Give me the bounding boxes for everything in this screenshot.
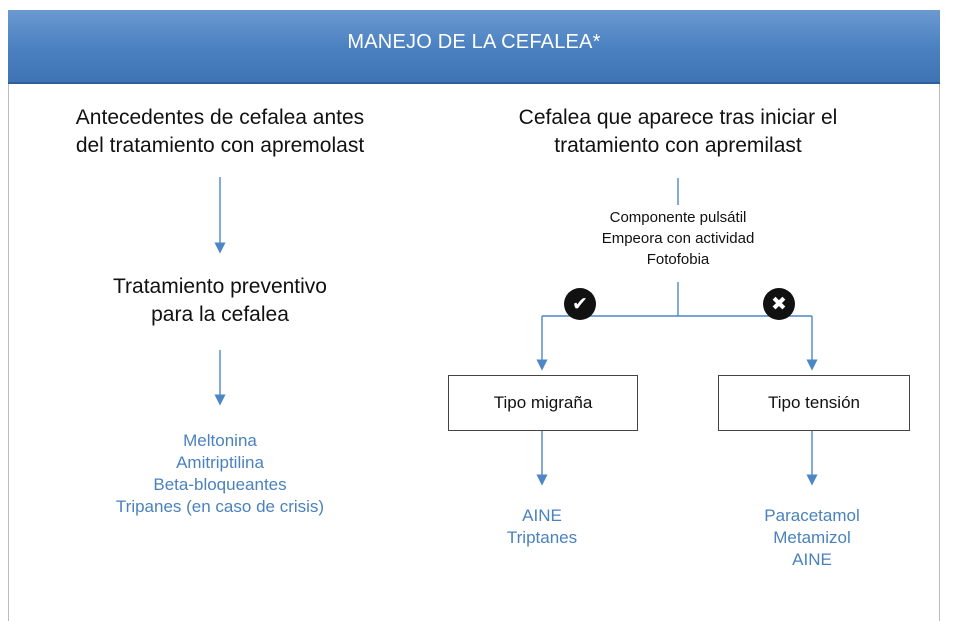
list-item: Paracetamol <box>764 506 860 525</box>
list-item: Metamizol <box>773 528 851 547</box>
list-item: Fotofobia <box>646 251 710 268</box>
migraine-type-box: Tipo migraña <box>448 375 638 431</box>
list-item: Tripanes (en caso de crisis) <box>115 497 325 516</box>
list-item: Beta-bloqueantes <box>153 475 287 494</box>
left-heading: Antecedentes de cefalea antes del tratam… <box>20 104 420 160</box>
tension-type-box: Tipo tensión <box>718 375 910 431</box>
migraine-drug-list: AINE Triptanes <box>462 505 622 549</box>
page-title: MANEJO DE LA CEFALEA* <box>347 31 601 53</box>
list-item: Amitriptilina <box>176 453 264 472</box>
list-item: Meltonina <box>183 431 257 450</box>
tension-type-label: Tipo tensión <box>768 393 860 412</box>
diagram-frame <box>8 10 940 621</box>
tension-drug-list: Paracetamol Metamizol AINE <box>732 505 892 571</box>
preventive-line2: para la cefalea <box>151 303 289 326</box>
list-item: Empeora con actividad <box>601 230 755 247</box>
migraine-type-label: Tipo migraña <box>493 393 593 412</box>
right-heading: Cefalea que aparece tras iniciar el trat… <box>468 104 888 160</box>
left-heading-line2: del tratamiento con apremolast <box>75 134 365 157</box>
list-item: AINE <box>522 506 562 525</box>
cross-icon: ✖ <box>763 288 795 320</box>
criteria-list: Componente pulsátil Empeora con activida… <box>548 207 808 270</box>
header-bar: MANEJO DE LA CEFALEA* <box>8 10 940 84</box>
left-heading-line1: Antecedentes de cefalea antes <box>75 106 365 129</box>
right-heading-line1: Cefalea que aparece tras iniciar el <box>518 106 838 129</box>
list-item: AINE <box>792 550 832 569</box>
right-heading-line2: tratamiento con apremilast <box>554 134 802 157</box>
list-item: Componente pulsátil <box>609 209 747 226</box>
check-icon: ✔ <box>564 288 596 320</box>
preventive-drug-list: Meltonina Amitriptilina Beta-bloqueantes… <box>20 430 420 518</box>
preventive-treatment: Tratamiento preventivo para la cefalea <box>20 273 420 329</box>
preventive-line1: Tratamiento preventivo <box>113 275 327 298</box>
list-item: Triptanes <box>506 528 578 547</box>
